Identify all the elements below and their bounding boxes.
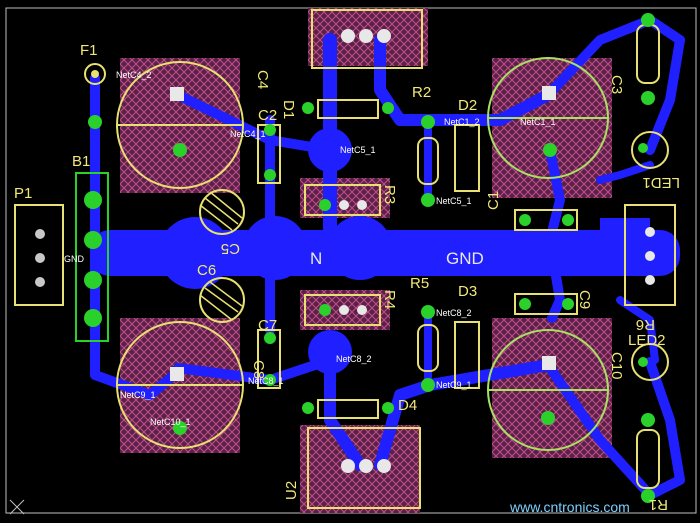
- designators: F1 B1 P1 C4 C2 D1 R2 D2 C3 R3 LED1 C5 C6…: [14, 42, 680, 513]
- small-capacitors: [199, 189, 245, 323]
- label-LED1: LED1: [642, 174, 680, 191]
- label-C6: C6: [197, 262, 216, 279]
- label-C8: C8: [250, 360, 267, 379]
- svg-text:NetC4_1: NetC4_1: [230, 129, 266, 139]
- svg-text:NetC1_2: NetC1_2: [444, 117, 480, 127]
- label-R5: R5: [410, 275, 429, 292]
- label-C9: C9: [576, 290, 593, 309]
- net-labels: NetC4_2 NetC4_1 NetC5_1 NetC1_2 NetC1_1 …: [64, 70, 556, 427]
- svg-text:GND: GND: [64, 254, 85, 264]
- label-C7: C7: [258, 317, 277, 334]
- svg-text:NetC5_1: NetC5_1: [436, 196, 472, 206]
- svg-text:NetC5_1: NetC5_1: [340, 145, 376, 155]
- label-C3: C3: [608, 75, 625, 94]
- label-D2: D2: [458, 97, 477, 114]
- label-P1: P1: [14, 185, 32, 202]
- label-D4: D4: [398, 397, 417, 414]
- label-R2: R2: [412, 84, 431, 101]
- label-R1: R1: [649, 496, 668, 513]
- label-R3: R3: [381, 185, 398, 204]
- label-F1: F1: [80, 42, 98, 59]
- n-net-label: N: [310, 249, 322, 268]
- svg-text:NetC4_2: NetC4_2: [116, 70, 152, 80]
- label-U2: U2: [283, 481, 300, 500]
- origin-marker-icon: [9, 499, 25, 515]
- label-LED2: LED2: [628, 332, 666, 349]
- watermark: www.cntronics.com: [509, 499, 630, 515]
- svg-text:NetC10_1: NetC10_1: [150, 417, 191, 427]
- svg-text:NetC1_1: NetC1_1: [520, 117, 556, 127]
- electrolytic-capacitors: [116, 57, 609, 451]
- label-C2: C2: [258, 107, 277, 124]
- label-R4: R4: [381, 290, 398, 309]
- label-C1: C1: [485, 191, 502, 210]
- label-D1: D1: [280, 100, 297, 119]
- gnd-net-label: GND: [446, 249, 484, 268]
- svg-text:NetC9_1: NetC9_1: [120, 390, 156, 400]
- label-D3: D3: [458, 283, 477, 300]
- svg-text:NetC9_1: NetC9_1: [436, 380, 472, 390]
- pads: [35, 13, 655, 503]
- svg-text:NetC8_2: NetC8_2: [436, 308, 472, 318]
- label-C5: C5: [221, 240, 240, 257]
- gnd-pour: [90, 128, 680, 374]
- svg-text:NetC8_2: NetC8_2: [336, 354, 372, 364]
- svg-text:NetC8_1: NetC8_1: [248, 376, 284, 386]
- label-B1: B1: [72, 153, 90, 170]
- label-C10: C10: [608, 352, 625, 380]
- label-R6: R6: [636, 316, 655, 333]
- label-C4: C4: [254, 70, 271, 89]
